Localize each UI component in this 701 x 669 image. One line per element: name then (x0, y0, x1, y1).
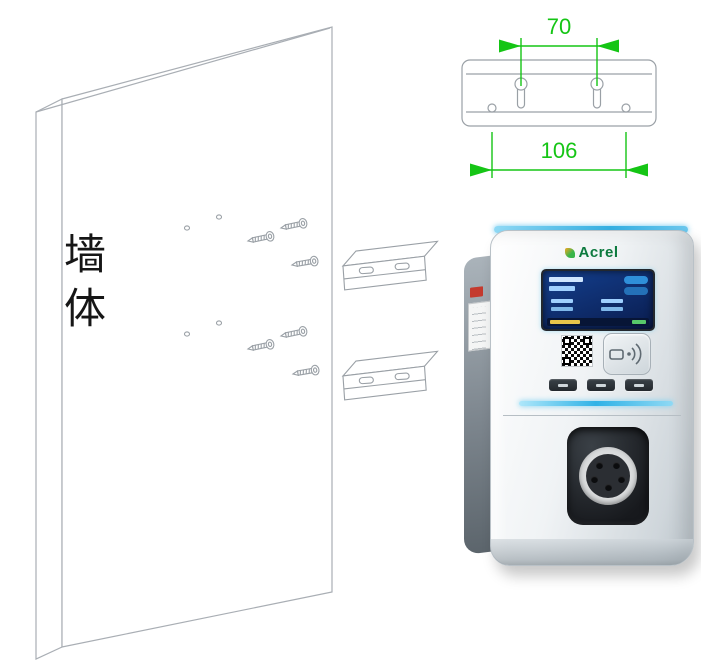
dimension-106: 106 (470, 132, 648, 178)
top-light-rim (494, 226, 688, 233)
screen-data-cell (551, 307, 573, 311)
socket-pin (604, 484, 612, 491)
qr-code (561, 335, 593, 367)
mount-bracket-lower (341, 350, 441, 401)
charger-front-panel: Acrel (490, 230, 694, 566)
charging-socket (579, 447, 637, 505)
mounting-plate-drawing (461, 59, 657, 127)
socket-pin (618, 476, 625, 483)
socket-pin (596, 462, 603, 469)
dimension-70: 70 (499, 14, 619, 86)
status-light-strip (519, 401, 673, 406)
wall-slab (35, 26, 333, 660)
anchor-holes-lower (183, 320, 223, 337)
socket-recess (567, 427, 649, 525)
red-label (470, 286, 483, 298)
screen-data-cell (601, 299, 623, 303)
screen-button-pill (624, 287, 648, 295)
qr-finder-pattern (563, 337, 571, 345)
socket-pin (613, 462, 620, 469)
anchor-holes-upper (183, 214, 223, 231)
dimension-70-label: 70 (547, 14, 571, 39)
wall-label: 墙体 (64, 233, 107, 333)
indicator-key-3 (625, 379, 653, 391)
socket-face (586, 454, 630, 498)
indicator-keys (549, 379, 653, 391)
screen-text-line (549, 277, 583, 282)
qr-finder-pattern (563, 357, 571, 365)
contactless-icon (609, 343, 642, 365)
indicator-key-2 (587, 379, 615, 391)
panel-seam (503, 415, 681, 416)
screen-data-cell (601, 307, 623, 311)
dimension-106-label: 106 (541, 138, 578, 163)
screen-data-cell (551, 299, 573, 303)
rating-sticker (468, 300, 492, 352)
indicator-key-1 (549, 379, 577, 391)
rfid-card-reader (603, 333, 651, 375)
mount-bracket-upper (341, 240, 441, 291)
screen-status-bar (547, 318, 649, 326)
brand-logo: Acrel (491, 244, 693, 261)
brand-name: Acrel (578, 244, 619, 261)
display-screen (541, 269, 655, 331)
ev-charger: Acrel (460, 226, 696, 570)
brand-logo-icon (565, 248, 576, 258)
screen-button-pill (624, 276, 648, 284)
qr-finder-pattern (583, 337, 591, 345)
screen-text-line (549, 286, 575, 291)
socket-pin (591, 476, 598, 483)
